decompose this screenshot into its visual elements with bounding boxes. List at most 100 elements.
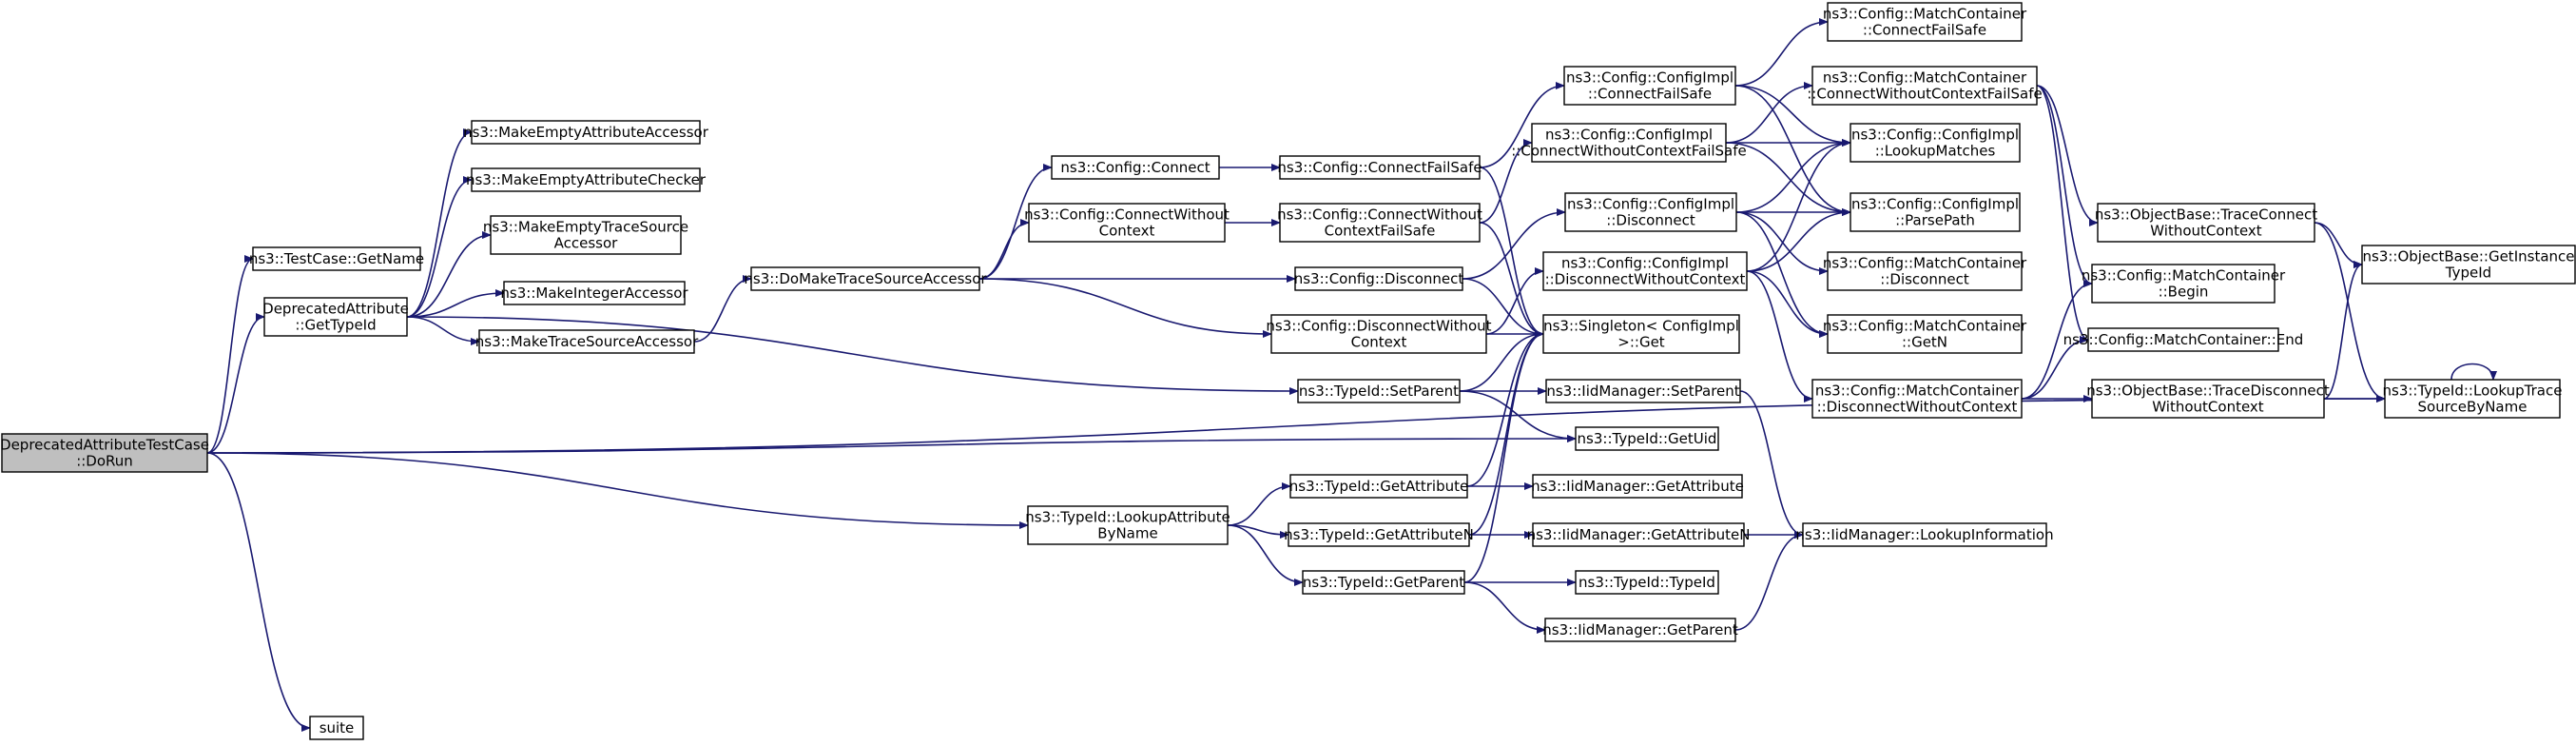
node-ob-trace-disconnect-without-context[interactable]: ns3::ObjectBase::TraceDisconnectWithoutC… [2086,379,2330,419]
node-box [1289,474,1468,499]
call-edge-type-id-lookup-trace-source-by-name-to-type-id-lookup-trace-source-by-name [2450,363,2497,381]
node-get-name[interactable]: ns3::TestCase::GetName [249,246,424,271]
node-box [263,297,408,337]
call-edge-do-run-to-type-id-get-uid [206,435,1577,454]
node-box [1279,203,1481,243]
node-label-line: ns3::Config::MatchContainer [1823,69,2027,87]
node-label-line: ns3::IidManager::LookupInformation [1795,526,2053,543]
node-type-id-set-parent[interactable]: ns3::TypeId::SetParent [1297,379,1461,403]
node-label-line: ::DoRun [76,453,133,470]
call-edge-get-type-id-to-make-trace-source-accessor [406,316,480,345]
node-box [252,246,421,271]
node-label-line: ns3::Config::MatchContainer::End [2063,331,2304,348]
node-box [1051,155,1220,180]
node-label-line: ns3::Config::ConfigImpl [1851,127,2019,144]
node-type-id-get-parent[interactable]: ns3::TypeId::GetParent [1302,570,1465,595]
node-label-line: ns3::Config::DisconnectWithout [1266,318,1491,335]
node-box [1542,251,1748,291]
node-do-make-trace-source-accessor[interactable]: ns3::DoMakeTraceSourceAccessor [744,266,987,291]
node-box [1575,570,1719,595]
node-make-trace-source-accessor[interactable]: ns3::MakeTraceSourceAccessor [475,329,699,354]
node-mc-connect-without-context-fail-safe[interactable]: ns3::Config::MatchContainer::ConnectWith… [1807,66,2043,106]
node-mc-disconnect[interactable]: ns3::Config::MatchContainer::Disconnect [1823,251,2027,291]
node-label-line: ::ConnectFailSafe [1863,22,1986,39]
call-edge-impl-disconnect-to-impl-lookup-matches [1735,139,1851,213]
node-ob-trace-connect-without-context[interactable]: ns3::ObjectBase::TraceConnectWithoutCont… [2095,203,2317,243]
node-label-line: ns3::Config::MatchContainer [1815,383,2020,400]
node-box [1850,192,2021,232]
node-box [1270,314,1487,354]
node-type-id-get-attribute[interactable]: ns3::TypeId::GetAttribute [1289,474,1468,499]
node-suite[interactable]: suite [309,716,364,740]
node-iid-get-attribute-n[interactable]: ns3::IidManager::GetAttributeN [1527,522,1751,547]
node-iid-get-attribute[interactable]: ns3::IidManager::GetAttribute [1531,474,1744,499]
node-mc-get-n[interactable]: ns3::Config::MatchContainer::GetN [1823,314,2027,354]
node-iid-get-parent[interactable]: ns3::IidManager::GetParent [1542,618,1738,642]
node-mc-connect-fail-safe[interactable]: ns3::Config::MatchContainer::ConnectFail… [1823,2,2027,42]
node-box [1302,570,1465,595]
node-impl-parse-path[interactable]: ns3::Config::ConfigImpl::ParsePath [1850,192,2021,232]
node-iid-lookup-information[interactable]: ns3::IidManager::LookupInformation [1795,522,2054,547]
node-impl-disconnect[interactable]: ns3::Config::ConfigImpl::Disconnect [1564,192,1737,232]
call-edge-do-make-trace-source-accessor-to-config-disconnect-without-context [978,278,1272,338]
call-edge-do-run-to-get-name [206,255,254,454]
node-mc-disconnect-without-context[interactable]: ns3::Config::MatchContainer::DisconnectW… [1811,379,2023,419]
node-box [1279,155,1481,180]
node-label-line: Context [1099,223,1155,240]
node-config-connect-without-context-fail-safe[interactable]: ns3::Config::ConnectWithoutContextFailSa… [1277,203,1482,243]
node-config-connect[interactable]: ns3::Config::Connect [1051,155,1220,180]
call-edge-make-trace-source-accessor-to-do-make-trace-source-accessor [693,275,752,343]
node-type-id-type-id[interactable]: ns3::TypeId::TypeId [1575,570,1719,595]
node-type-id-get-uid[interactable]: ns3::TypeId::GetUid [1575,426,1719,451]
node-mc-end[interactable]: ns3::Config::MatchContainer::End [2063,327,2304,352]
node-label-line: ::ConnectWithoutContextFailSafe [1511,143,1747,160]
call-edge-impl-disconnect-without-context-to-mc-get-n [1746,270,1829,338]
node-box [1028,203,1226,243]
node-label-line: ns3::Config::ConnectWithout [1024,206,1230,224]
node-make-integer-accessor[interactable]: ns3::MakeIntegerAccessor [500,281,688,305]
node-config-disconnect-without-context[interactable]: ns3::Config::DisconnectWithoutContext [1266,314,1492,354]
call-edge-mc-connect-without-context-fail-safe-to-mc-end [2036,85,2089,344]
node-label-line: ns3::TypeId::GetUid [1578,430,1717,447]
call-edge-impl-connect-without-context-fail-safe-to-mc-connect-without-context-fail-safe [1725,82,1813,144]
node-box [1297,379,1461,403]
node-config-disconnect[interactable]: ns3::Config::Disconnect [1294,266,1464,291]
node-box [1564,192,1737,232]
node-label-line: ns3::MakeEmptyAttributeAccessor [463,124,709,141]
call-edge-type-id-lookup-attribute-by-name-to-type-id-get-attribute [1227,482,1291,526]
node-config-connect-without-context[interactable]: ns3::Config::ConnectWithoutContext [1024,203,1230,243]
node-box [1802,522,2047,547]
node-do-run[interactable]: DeprecatedAttributeTestCase::DoRun [0,433,209,473]
node-label-line: ByName [1097,525,1157,542]
node-impl-connect-fail-safe[interactable]: ns3::Config::ConfigImpl::ConnectFailSafe [1563,66,1736,106]
call-edge-impl-disconnect-without-context-to-mc-disconnect-without-context [1746,270,1813,402]
node-impl-lookup-matches[interactable]: ns3::Config::ConfigImpl::LookupMatches [1850,123,2021,163]
call-edge-type-id-get-attribute-to-singleton-get [1466,330,1544,487]
node-iid-set-parent[interactable]: ns3::IidManager::SetParent [1545,379,1741,403]
node-label-line: ns3::Singleton< ConfigImpl [1543,318,1739,335]
node-impl-disconnect-without-context[interactable]: ns3::Config::ConfigImpl::DisconnectWitho… [1542,251,1748,291]
node-config-connect-fail-safe[interactable]: ns3::Config::ConnectFailSafe [1277,155,1482,180]
node-type-id-get-attribute-n[interactable]: ns3::TypeId::GetAttributeN [1284,522,1474,547]
node-label-line: ::Begin [2159,284,2209,301]
node-make-empty-attr-checker[interactable]: ns3::MakeEmptyAttributeChecker [466,167,707,192]
node-singleton-get[interactable]: ns3::Singleton< ConfigImpl>::Get [1542,314,1740,354]
node-label-line: ns3::Config::ConfigImpl [1561,255,1729,272]
node-label-line: ns3::ObjectBase::TraceDisconnect [2086,383,2330,400]
node-label-line: ns3::TypeId::GetAttribute [1289,478,1468,495]
node-label-line: ::DisconnectWithoutContext [1545,271,1746,288]
node-mc-begin[interactable]: ns3::Config::MatchContainer::Begin [2082,264,2286,304]
node-label-line: DeprecatedAttribute [262,301,409,318]
node-impl-connect-without-context-fail-safe[interactable]: ns3::Config::ConfigImpl::ConnectWithoutC… [1511,123,1747,163]
call-edge-mc-disconnect-without-context-to-mc-begin [2021,280,2093,400]
node-label-line: ns3::ObjectBase::TraceConnect [2095,206,2317,224]
node-make-empty-attr-accessor[interactable]: ns3::MakeEmptyAttributeAccessor [463,120,709,145]
call-edge-config-connect-without-context-fail-safe-to-singleton-get [1479,222,1544,338]
node-label-line: ::ParsePath [1895,212,1975,229]
call-edge-get-type-id-to-type-id-set-parent [406,316,1299,395]
node-get-type-id[interactable]: DeprecatedAttribute::GetTypeId [262,297,409,337]
